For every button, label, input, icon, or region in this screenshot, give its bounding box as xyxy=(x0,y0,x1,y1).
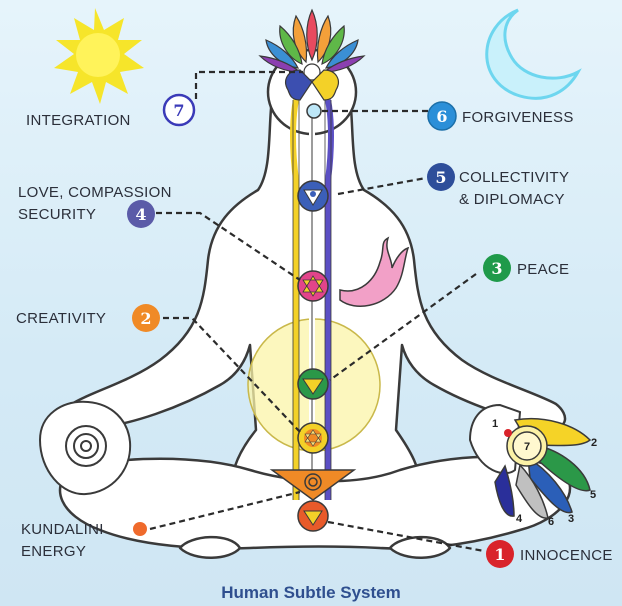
badge-forgiveness: 6 xyxy=(428,102,456,130)
swadisthan-chakra-icon xyxy=(298,423,328,453)
mooladhara-chakra-icon xyxy=(298,501,328,531)
badge-forgiveness-number: 6 xyxy=(436,107,447,126)
badge-love: 4 xyxy=(127,200,155,228)
label-kundalini-line2: ENERGY xyxy=(21,542,86,561)
label-collectivity-line2: & DIPLOMACY xyxy=(459,190,565,209)
hand-number-seven: 7 xyxy=(524,441,530,453)
diagram-title: Human Subtle System xyxy=(0,583,622,603)
label-peace: PEACE xyxy=(517,260,569,279)
agnya-chakra-icon xyxy=(307,104,321,118)
badge-peace-number: 3 xyxy=(491,259,502,278)
left-hand xyxy=(40,402,130,494)
vishuddhi-chakra-icon xyxy=(298,181,328,211)
hand-number-four: 4 xyxy=(516,513,523,525)
sun-icon xyxy=(54,8,144,104)
badge-innocence-number: 1 xyxy=(494,545,505,564)
label-love-line2: SECURITY xyxy=(18,205,96,224)
label-forgiveness: FORGIVENESS xyxy=(462,108,574,127)
label-love-line1: LOVE, COMPASSION xyxy=(18,183,172,202)
hand-number-two: 2 xyxy=(591,437,597,449)
hand-number-one: 1 xyxy=(492,418,498,430)
hand-number-three: 3 xyxy=(568,513,574,525)
hand-number-five: 5 xyxy=(590,489,596,501)
moon-icon xyxy=(487,10,578,98)
badge-creativity: 2 xyxy=(132,304,160,332)
badge-collectivity: 5 xyxy=(427,163,455,191)
badge-love-number: 4 xyxy=(135,205,146,224)
label-integration: INTEGRATION xyxy=(26,111,131,130)
nabhi-chakra-icon xyxy=(298,369,328,399)
badge-integration: 7 xyxy=(164,95,194,125)
kundalini-dot xyxy=(133,522,147,536)
badge-innocence: 1 xyxy=(486,540,514,568)
badge-collectivity-number: 5 xyxy=(435,168,446,187)
badge-integration-number: 7 xyxy=(173,101,184,120)
label-innocence: INNOCENCE xyxy=(520,546,613,565)
label-collectivity-line1: COLLECTIVITY xyxy=(459,168,569,187)
anahat-chakra-icon xyxy=(298,271,328,301)
hand-number-six: 6 xyxy=(548,516,554,528)
badge-creativity-number: 2 xyxy=(140,309,151,328)
badge-peace: 3 xyxy=(483,254,511,282)
label-kundalini-line1: KUNDALINI xyxy=(21,520,104,539)
label-creativity: CREATIVITY xyxy=(16,309,106,328)
